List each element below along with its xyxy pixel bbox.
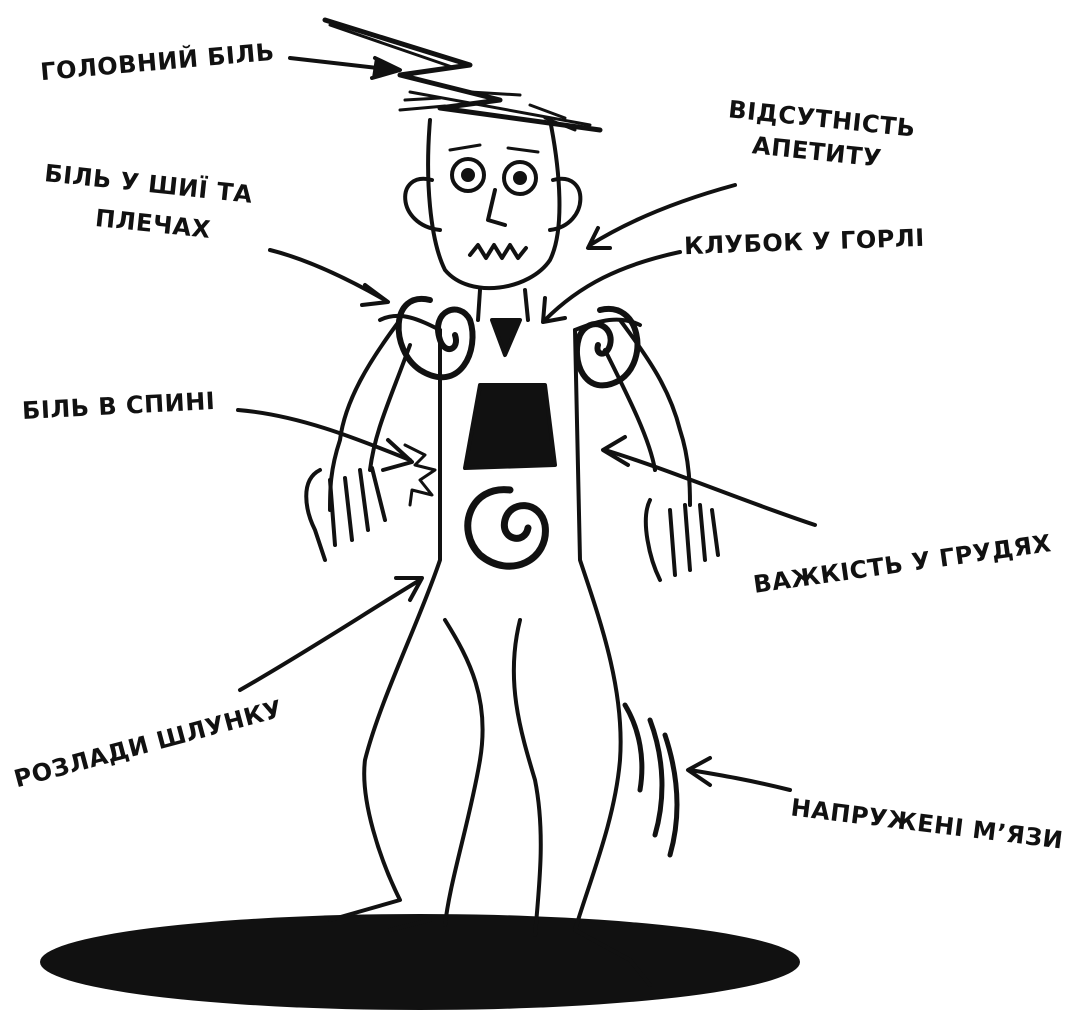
muscle-tremble-lines	[625, 705, 677, 855]
left-arm	[330, 320, 410, 510]
nose	[488, 190, 505, 225]
chest-heaviness-block	[465, 385, 555, 468]
wavy-mouth	[470, 245, 526, 258]
right-ear	[550, 179, 580, 230]
throat-knot-icon	[492, 320, 520, 355]
stomach-spiral	[468, 490, 546, 567]
back-pain-burst	[405, 445, 435, 505]
floor-shadow	[40, 914, 800, 1010]
right-arm	[605, 320, 690, 505]
right-hand	[646, 500, 718, 580]
body-outline	[330, 330, 440, 930]
left-hand	[306, 468, 385, 560]
head-outline	[428, 120, 559, 288]
left-ear	[405, 179, 440, 230]
left-shoulder-swirl	[399, 299, 473, 377]
